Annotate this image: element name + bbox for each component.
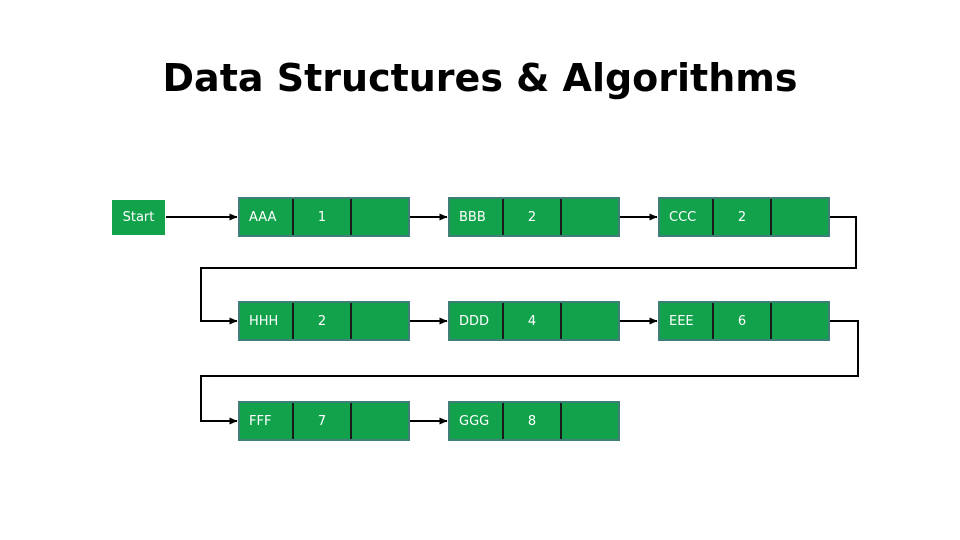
node-bbb-value: 2 [502, 199, 560, 235]
node-fff-name: FFF [240, 403, 292, 439]
node-hhh-name: HHH [240, 303, 292, 339]
node-ddd[interactable]: DDD 4 [448, 301, 620, 341]
node-eee-value: 6 [712, 303, 770, 339]
node-aaa-pointer [350, 199, 408, 235]
start-box[interactable]: Start [112, 200, 165, 235]
node-ddd-name: DDD [450, 303, 502, 339]
node-ggg-pointer [560, 403, 618, 439]
connector-ccc-to-hhh [200, 216, 857, 325]
node-fff-pointer [350, 403, 408, 439]
node-bbb[interactable]: BBB 2 [448, 197, 620, 237]
node-eee-pointer [770, 303, 828, 339]
node-fff[interactable]: FFF 7 [238, 401, 410, 441]
node-eee[interactable]: EEE 6 [658, 301, 830, 341]
node-ccc-name: CCC [660, 199, 712, 235]
node-aaa[interactable]: AAA 1 [238, 197, 410, 237]
node-hhh-pointer [350, 303, 408, 339]
node-ggg[interactable]: GGG 8 [448, 401, 620, 441]
connector-eee-to-fff [200, 320, 859, 425]
node-eee-name: EEE [660, 303, 712, 339]
node-ggg-name: GGG [450, 403, 502, 439]
node-aaa-name: AAA [240, 199, 292, 235]
node-fff-value: 7 [292, 403, 350, 439]
node-ddd-pointer [560, 303, 618, 339]
node-ccc-pointer [770, 199, 828, 235]
node-bbb-pointer [560, 199, 618, 235]
node-ggg-value: 8 [502, 403, 560, 439]
node-ccc[interactable]: CCC 2 [658, 197, 830, 237]
node-aaa-value: 1 [292, 199, 350, 235]
node-ddd-value: 4 [502, 303, 560, 339]
node-ccc-value: 2 [712, 199, 770, 235]
page-title: Data Structures & Algorithms [162, 56, 798, 100]
node-hhh-value: 2 [292, 303, 350, 339]
node-bbb-name: BBB [450, 199, 502, 235]
node-hhh[interactable]: HHH 2 [238, 301, 410, 341]
